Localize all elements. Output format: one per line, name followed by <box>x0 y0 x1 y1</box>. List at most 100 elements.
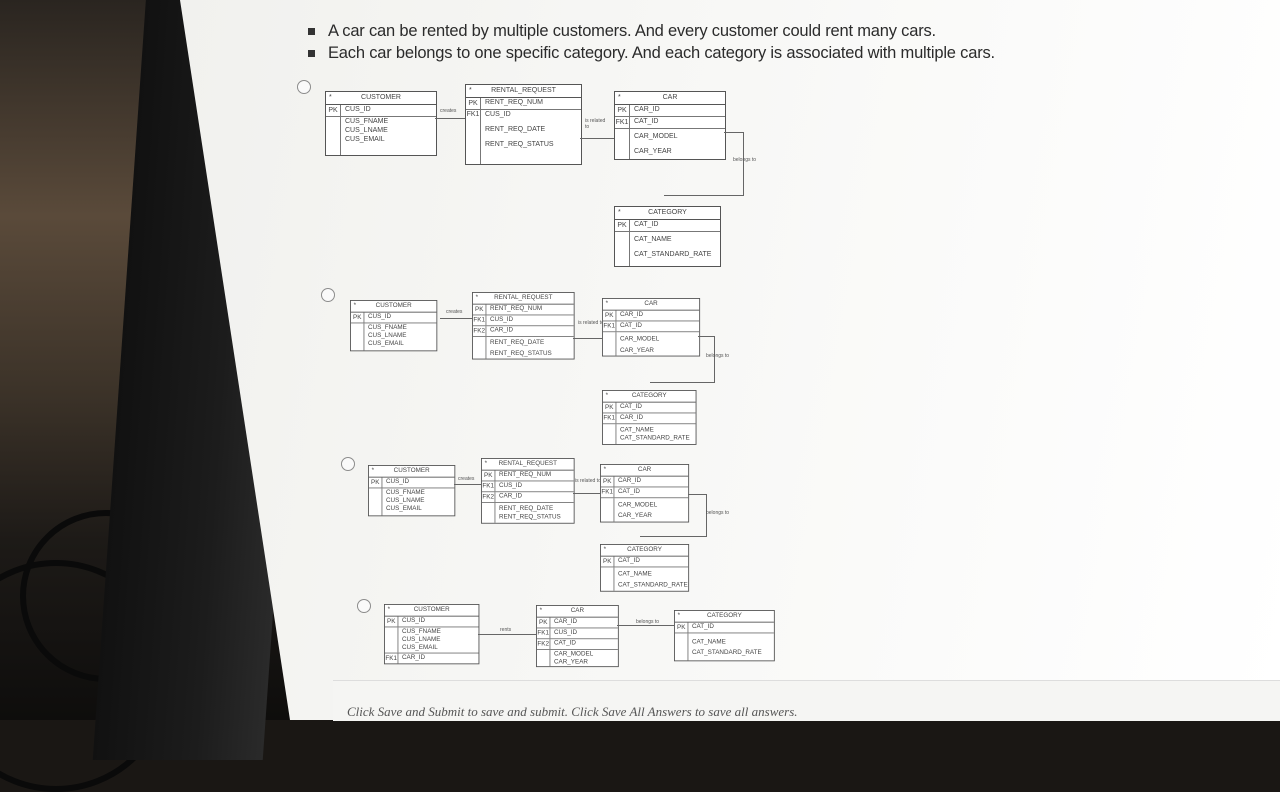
pk-label: PK <box>537 617 551 628</box>
option-2-radio[interactable] <box>321 288 335 302</box>
fk-label: FK1 <box>603 321 617 332</box>
attr: RENT_REQ_STATUS <box>499 513 561 521</box>
fk-label: FK2 <box>482 492 496 503</box>
attr: CUS_FNAME <box>402 628 441 635</box>
fk-label: FK1 <box>385 653 399 664</box>
fk-label: FK1 <box>466 110 481 164</box>
attr: CAR_YEAR <box>620 347 654 354</box>
relationship-label: belongs to <box>733 157 757 163</box>
attr: CUS_FNAME <box>386 489 425 496</box>
entity-title: RENTAL_REQUEST <box>498 460 557 467</box>
entity-title: CATEGORY <box>631 392 667 399</box>
bullet-text: A car can be rented by multiple customer… <box>328 21 936 40</box>
relationship-line <box>698 336 714 337</box>
attr: CUS_EMAIL <box>402 644 438 651</box>
fk-label: FK2 <box>473 326 487 337</box>
pk-label: PK <box>603 402 617 413</box>
pk-label: PK <box>482 470 496 481</box>
fk-label: FK1 <box>601 487 615 498</box>
pk-label: PK <box>351 312 365 323</box>
attr: CAR_MODEL <box>620 335 660 343</box>
entity-title: RENTAL_REQUEST <box>491 87 556 94</box>
attr: CAR_YEAR <box>618 512 652 519</box>
fk-attr: CAR_ID <box>620 414 644 421</box>
fk-label: FK1 <box>603 413 617 424</box>
attr: CAT_NAME <box>692 638 726 646</box>
relationship-line <box>650 382 715 383</box>
entity-title: CATEGORY <box>648 209 687 216</box>
entity-title: CUSTOMER <box>361 94 401 101</box>
attr: CAR_MODEL <box>554 650 594 658</box>
fk-label: FK1 <box>615 117 630 128</box>
relationship-label: belongs to <box>636 619 660 625</box>
attr: CUS_EMAIL <box>386 505 422 512</box>
entity-title: CUSTOMER <box>375 302 412 309</box>
bullet-marker <box>308 49 315 57</box>
attr: RENT_REQ_DATE <box>485 126 546 133</box>
pk-label: PK <box>615 105 630 116</box>
pk-attr: RENT_REQ_NUM <box>490 305 543 312</box>
fk-attr: CUS_ID <box>554 629 578 636</box>
pk-attr: CAT_ID <box>692 623 714 630</box>
attr: CAT_NAME <box>620 426 654 434</box>
fk-attr: CAT_ID <box>618 488 640 495</box>
relationship-line <box>440 318 474 319</box>
relationship-line <box>724 132 744 133</box>
save-instructions: Click Save and Submit to save and submit… <box>347 704 798 719</box>
relationship-line <box>435 118 465 119</box>
relationship-label: belongs to <box>706 510 730 516</box>
attr: CAR_YEAR <box>554 659 588 666</box>
pk-attr: RENT_REQ_NUM <box>485 99 543 106</box>
fk-label: FK1 <box>473 315 487 326</box>
attr: CAR_MODEL <box>634 133 678 140</box>
pk-label: PK <box>675 622 689 633</box>
relationship-line <box>580 138 615 139</box>
bullet-text: Each car belongs to one specific categor… <box>328 43 995 62</box>
attr: CAT_NAME <box>634 236 672 243</box>
fk-label: FK1 <box>537 628 551 639</box>
fk-attr: CAR_ID <box>402 654 426 661</box>
bullet-item: A car can be rented by multiple customer… <box>308 20 995 42</box>
pk-attr: CAT_ID <box>618 557 640 564</box>
attr: RENT_REQ_DATE <box>490 339 545 346</box>
relationship-line <box>454 484 482 485</box>
pk-attr: CAT_ID <box>634 221 659 228</box>
attr: CUS_LNAME <box>345 127 388 134</box>
attr: CUS_LNAME <box>402 636 441 643</box>
attr: CAT_STANDARD_RATE <box>618 581 688 589</box>
fk-label: FK2 <box>537 639 551 650</box>
attr: RENT_REQ_STATUS <box>490 350 552 357</box>
pk-attr: CUS_ID <box>402 617 426 624</box>
entity-title: CAR <box>570 607 585 614</box>
option-3-radio[interactable] <box>341 457 355 471</box>
relationship-line <box>617 625 675 626</box>
option-1-radio[interactable] <box>297 80 311 94</box>
attr: CAR_MODEL <box>618 501 658 509</box>
relationship-label: is related to <box>578 320 604 326</box>
attr: CUS_EMAIL <box>368 340 404 347</box>
pk-label: PK <box>601 556 615 567</box>
attr: CUS_LNAME <box>368 332 407 339</box>
fk-attr: CAT_ID <box>620 322 642 329</box>
save-bar <box>333 680 1280 721</box>
entity-title: CAR <box>644 300 658 307</box>
relationship-label: is related to <box>575 478 601 484</box>
fk-attr: CAT_ID <box>634 118 659 125</box>
relationship-line <box>714 336 715 382</box>
option-4-radio[interactable] <box>357 599 371 613</box>
bullet-marker <box>308 27 315 35</box>
relationship-label: creates <box>446 309 463 315</box>
pk-label: PK <box>466 98 481 109</box>
attr: CAR_YEAR <box>634 148 672 155</box>
relationship-label: is related to <box>585 118 606 130</box>
